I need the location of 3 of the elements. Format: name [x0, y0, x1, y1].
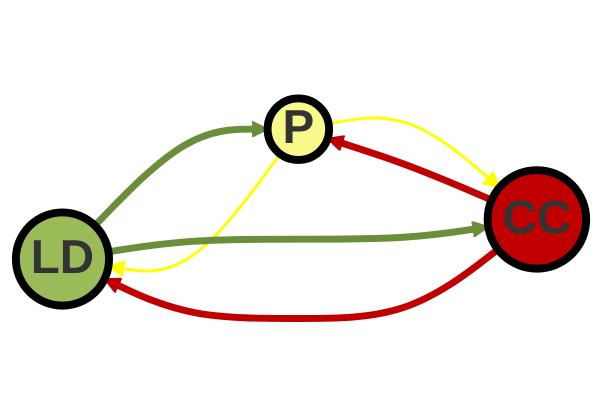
- node-circle: P: [264, 94, 334, 164]
- node-circle: LD: [12, 208, 113, 310]
- node-circle: CC: [484, 166, 590, 273]
